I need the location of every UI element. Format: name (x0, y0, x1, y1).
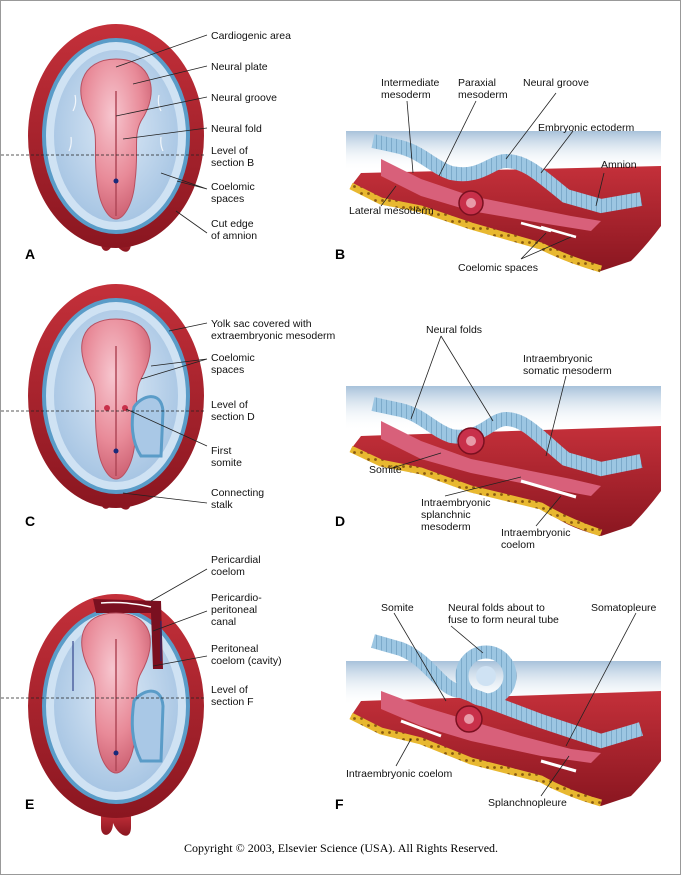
label-intraembryonic-coelom-d: Intraembryonic (501, 527, 570, 539)
panel-letter-d: D (335, 513, 345, 529)
panel-e: Pericardial coelom Pericardio- peritonea… (1, 554, 282, 836)
label-level-of-e: Level of (211, 684, 248, 696)
label-yolk-sac-covered: Yolk sac covered with (211, 318, 312, 330)
label-peritoneal-coelom: Peritoneal (211, 643, 258, 655)
label-stalk: stalk (211, 499, 233, 511)
panel-letter-e: E (25, 796, 34, 812)
label-extraembryonic-mesoderm: extraembryonic mesoderm (211, 330, 336, 342)
label-embryonic-ectoderm: Embryonic ectoderm (538, 122, 635, 134)
label-level-of-c: Level of (211, 399, 248, 411)
label-neural-folds-about: Neural folds about to (448, 602, 545, 614)
label-neural-folds-d: Neural folds (426, 324, 482, 336)
panel-letter-a: A (25, 246, 35, 262)
label-somatopleure: Somatopleure (591, 602, 657, 614)
label-coelom-cavity: coelom (cavity) (211, 655, 282, 667)
label-level-of: Level of (211, 145, 248, 157)
label-neural-groove-b: Neural groove (523, 77, 589, 89)
panel-letter-f: F (335, 796, 344, 812)
label-mesoderm-paraxial: mesoderm (458, 89, 508, 101)
panel-letter-b: B (335, 246, 345, 262)
label-neural-plate: Neural plate (211, 61, 268, 73)
label-mesoderm-intermediate: mesoderm (381, 89, 431, 101)
label-lateral-mesoderm: Lateral mesoderm (349, 205, 434, 217)
label-cut-edge: Cut edge (211, 218, 254, 230)
label-intraembryonic-splanchnic: Intraembryonic (421, 497, 490, 509)
copyright-notice: Copyright © 2003, Elsevier Science (USA)… (184, 841, 498, 855)
label-coelomic-c: Coelomic (211, 352, 255, 364)
label-spaces: spaces (211, 193, 244, 205)
label-amnion: Amnion (601, 159, 637, 171)
label-pericardio: Pericardio- (211, 592, 262, 604)
label-splanchnic: splanchnic (421, 509, 471, 521)
label-mesoderm-d: mesoderm (421, 521, 471, 533)
label-section-f: section F (211, 696, 254, 708)
label-pericardial: Pericardial (211, 554, 261, 566)
ectoderm-layer (371, 134, 643, 214)
label-of-amnion: of amnion (211, 230, 257, 242)
label-intraembryonic-somatic: Intraembryonic (523, 353, 592, 365)
panel-d: Neural folds Intraembryonic somatic meso… (335, 324, 661, 551)
panel-b: Intermediate mesoderm Paraxial mesoderm … (335, 77, 661, 274)
label-spaces-c: spaces (211, 364, 244, 376)
label-coelomic-spaces-b: Coelomic spaces (458, 262, 538, 274)
label-connecting: Connecting (211, 487, 264, 499)
label-intraembryonic-coelom-f: Intraembryonic coelom (346, 768, 452, 780)
panel-c: Yolk sac covered with extraembryonic mes… (1, 284, 336, 529)
label-somatic-mesoderm: somatic mesoderm (523, 365, 612, 377)
label-somite-c: somite (211, 457, 242, 469)
label-coelom-e: coelom (211, 566, 245, 578)
label-section-b: section B (211, 157, 254, 169)
label-section-d: section D (211, 411, 255, 423)
label-coelom-d: coelom (501, 539, 535, 551)
label-neural-groove: Neural groove (211, 92, 277, 104)
label-intermediate: Intermediate (381, 77, 440, 89)
label-somite-d: Somite (369, 464, 402, 476)
panel-f: Somite Neural folds about to fuse to for… (335, 602, 661, 812)
label-first: First (211, 445, 231, 457)
panel-letter-c: C (25, 513, 35, 529)
panel-a: Cardiogenic area Neural plate Neural gro… (1, 24, 291, 262)
label-splanchnopleure: Splanchnopleure (488, 797, 567, 809)
label-somite-f: Somite (381, 602, 414, 614)
label-cardiogenic-area: Cardiogenic area (211, 30, 291, 42)
label-paraxial: Paraxial (458, 77, 496, 89)
label-peritoneal: peritoneal (211, 604, 257, 616)
label-coelomic: Coelomic (211, 181, 255, 193)
label-neural-fold: Neural fold (211, 123, 262, 135)
label-canal: canal (211, 616, 236, 628)
label-fuse-neural-tube: fuse to form neural tube (448, 614, 559, 626)
